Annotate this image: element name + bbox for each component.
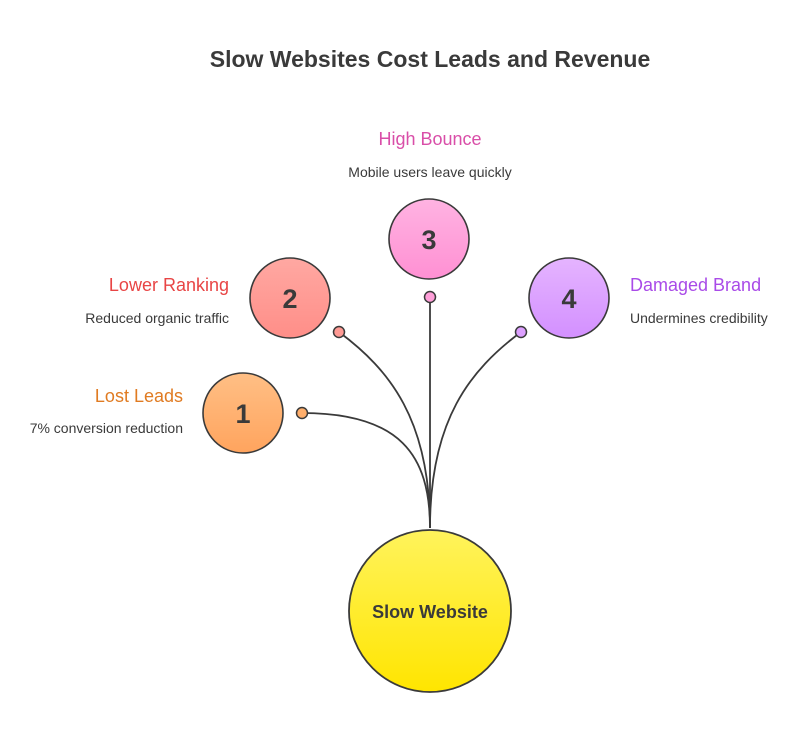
connector-dot-4: [514, 325, 528, 339]
center-node: Slow Website: [348, 529, 512, 693]
item-3-description: Mobile users leave quickly: [348, 164, 512, 180]
item-1-label: Lost Leads: [94, 386, 183, 406]
node-1-number: 1: [235, 399, 250, 429]
item-3-label: High Bounce: [378, 129, 482, 149]
item-2-label: Lower Ranking: [108, 275, 229, 295]
item-2-description: Reduced organic traffic: [85, 310, 229, 326]
diagram-title: Slow Websites Cost Leads and Revenue: [209, 46, 651, 72]
item-4-description: Undermines credibility: [630, 310, 768, 326]
item-1-description: 7% conversion reduction: [29, 420, 183, 436]
center-node-label: Slow Website: [372, 602, 488, 622]
connector-dot-1: [295, 406, 309, 420]
connector-dot-2: [332, 325, 346, 339]
node-2: 2: [249, 257, 331, 339]
node-3-number: 3: [421, 225, 436, 255]
node-4: 4: [528, 257, 610, 339]
node-1: 1: [202, 372, 284, 454]
node-3: 3: [388, 198, 470, 280]
connector-1: [301, 412, 431, 529]
item-4-label: Damaged Brand: [630, 275, 762, 295]
node-2-number: 2: [282, 284, 297, 314]
connector-dot-3: [423, 290, 437, 304]
connector-4: [429, 331, 522, 529]
node-4-number: 4: [561, 284, 576, 314]
connector-2: [338, 331, 431, 529]
